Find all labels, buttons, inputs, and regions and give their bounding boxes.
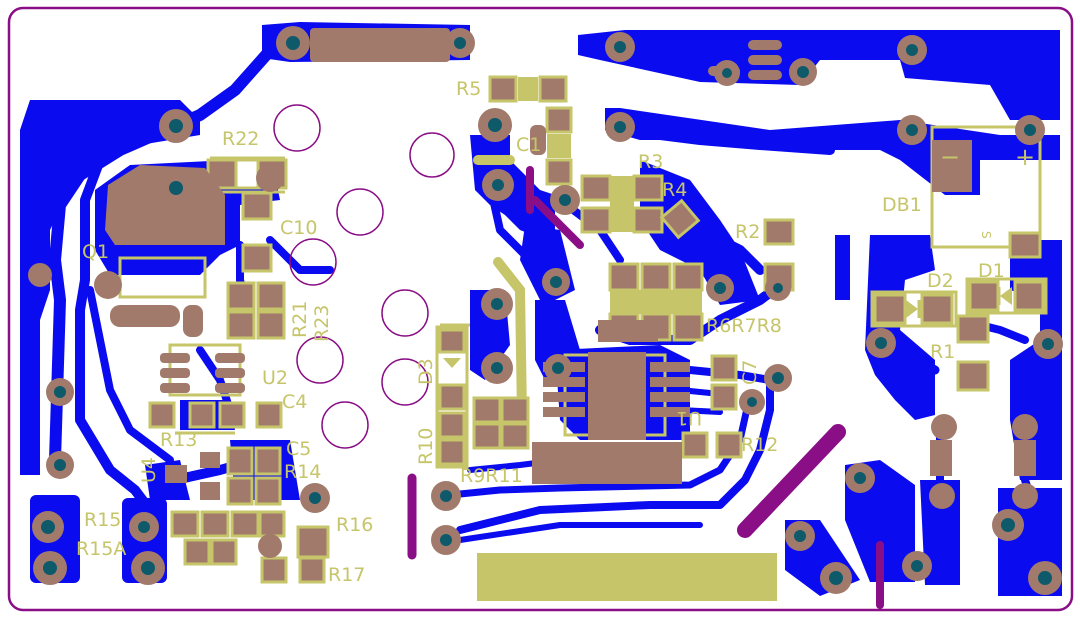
- label-DB1-plus: +: [1015, 143, 1035, 171]
- label-R3: R3: [638, 151, 663, 173]
- silkscreen-layer: [118, 125, 1042, 601]
- label-R17: R17: [328, 564, 365, 586]
- label-R6R7R8: R6R7R8: [706, 315, 782, 337]
- label-R10: R10: [415, 428, 437, 465]
- label-C1: C1: [516, 134, 541, 156]
- label-R13: R13: [160, 429, 197, 451]
- label-R5: R5: [456, 78, 481, 100]
- label-R1: R1: [930, 341, 955, 363]
- label-R15: R15: [84, 509, 121, 531]
- label-R9R11: R9R11: [460, 465, 523, 487]
- label-D3: D3: [415, 358, 437, 385]
- label-D2: D2: [927, 270, 954, 292]
- label-U4: U4: [138, 457, 160, 483]
- keepout-layer: [407, 166, 884, 609]
- label-R14: R14: [284, 461, 321, 483]
- label-R12: R12: [741, 434, 778, 456]
- silkscreen-labels: R22 R5 C1 R3 R4 R2 DB1 − + S C10 Q1 R21 …: [76, 78, 1035, 586]
- smd-pads: [110, 28, 1045, 584]
- label-DB1-ac: S: [979, 231, 993, 239]
- label-R22: R22: [222, 128, 259, 150]
- label-U2: U2: [262, 367, 288, 389]
- label-R16: R16: [336, 514, 373, 536]
- label-C7: C7: [739, 360, 761, 385]
- label-R4: R4: [662, 179, 687, 201]
- through-hole-pads: [28, 26, 1063, 595]
- label-DB1: DB1: [882, 194, 922, 216]
- label-Q1: Q1: [82, 241, 109, 263]
- label-R15A: R15A: [76, 538, 126, 560]
- mounting-circles: [273, 104, 455, 449]
- label-D1: D1: [978, 260, 1005, 282]
- diode-marks: [435, 277, 1048, 469]
- label-U1: U1: [676, 407, 702, 429]
- label-C10: C10: [280, 217, 317, 239]
- label-C5: C5: [286, 438, 311, 460]
- label-DB1-minus: −: [940, 143, 960, 171]
- label-R21: R21: [289, 301, 311, 338]
- label-C4: C4: [282, 391, 307, 413]
- label-R23: R23: [311, 305, 333, 342]
- label-R2: R2: [735, 221, 760, 243]
